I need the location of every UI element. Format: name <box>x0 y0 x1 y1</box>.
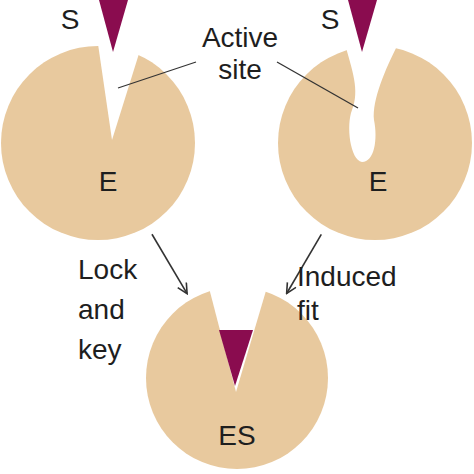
node-outline <box>305 0 385 56</box>
active-site-notch <box>208 284 268 392</box>
reaction-arrow <box>152 234 187 293</box>
leader-line <box>118 62 196 88</box>
node-outline <box>277 45 473 241</box>
substrate-label: S <box>61 4 80 36</box>
active-site-notch <box>98 44 142 140</box>
enzyme-node: E <box>0 45 196 241</box>
bound-substrate <box>219 330 253 386</box>
enzyme-node: E <box>277 45 473 241</box>
active-site-slot <box>345 44 398 162</box>
enzyme-body <box>1 46 195 240</box>
substrate-label: S <box>321 4 340 36</box>
node-outline <box>0 45 196 241</box>
edge-label: Induced fit <box>297 260 415 328</box>
edge-label: Lock and key <box>78 250 150 370</box>
enzyme-label: E <box>99 166 118 198</box>
enzyme-label: E <box>369 166 388 198</box>
substrate-node: S <box>55 0 135 56</box>
enzyme-label: ES <box>218 420 255 452</box>
substrate-node: S <box>305 0 385 56</box>
leader-line <box>277 62 358 108</box>
callout-label: Active site <box>185 22 295 86</box>
